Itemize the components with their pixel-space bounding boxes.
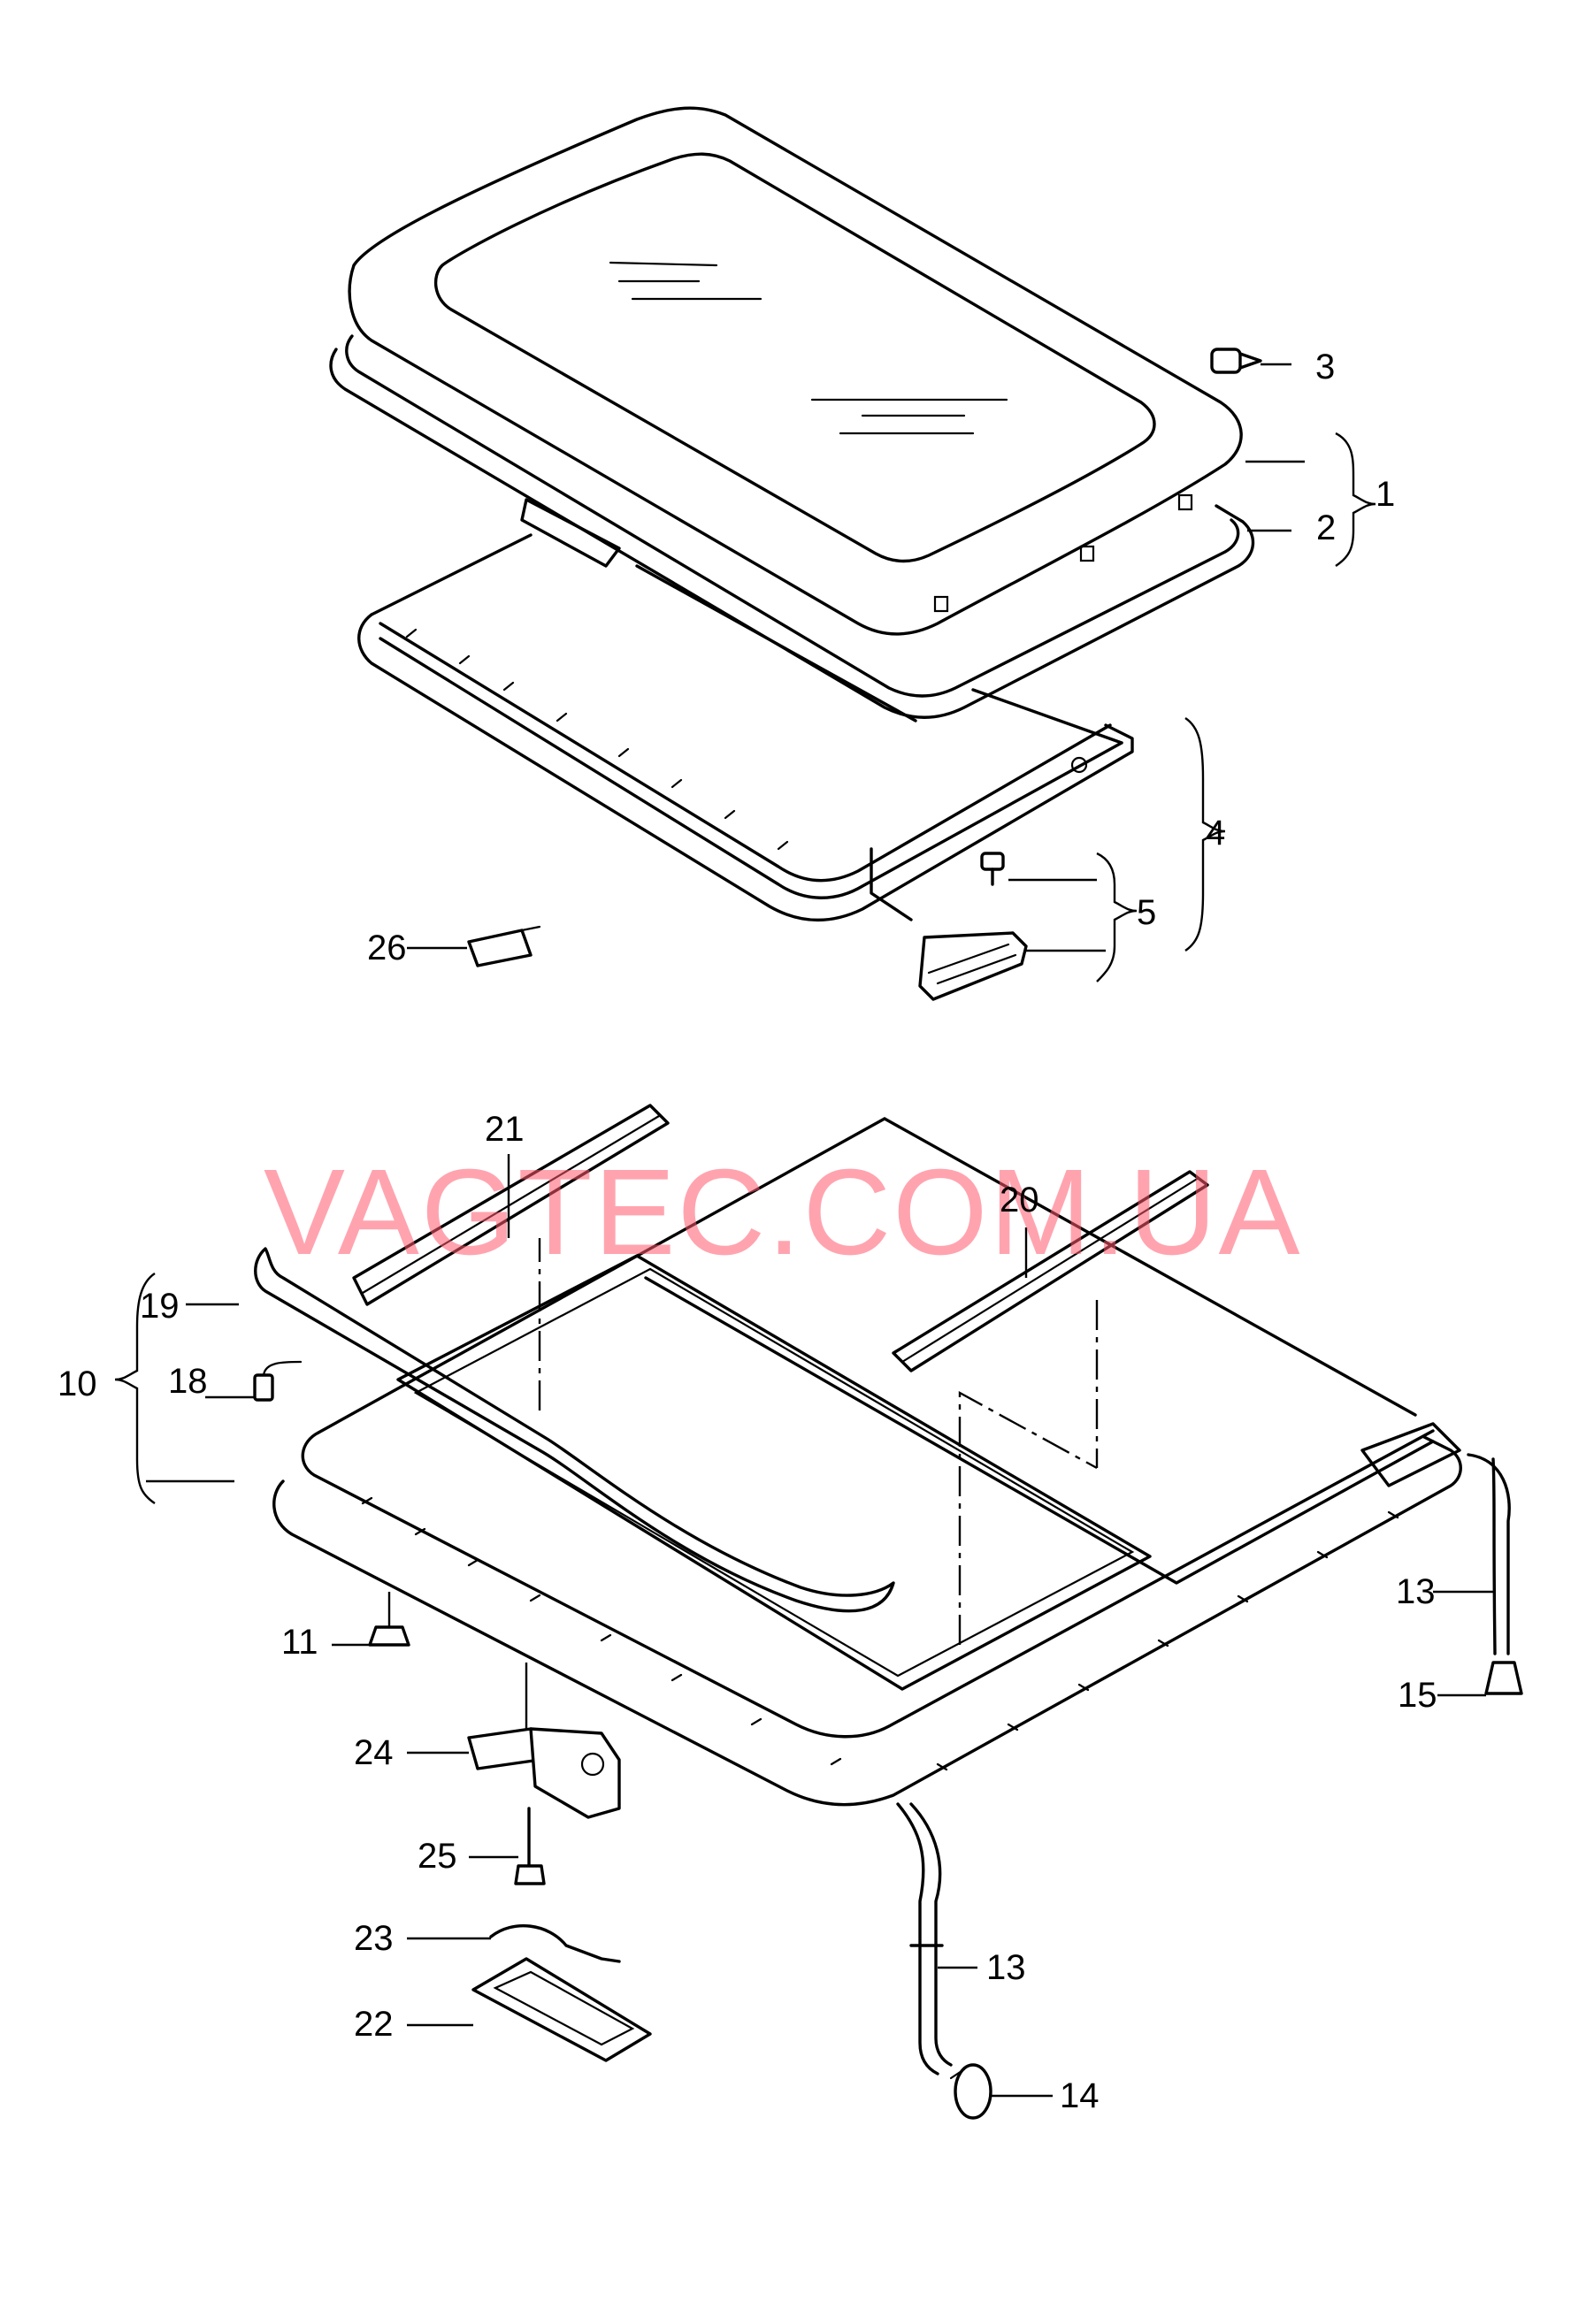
motor <box>467 1663 621 1819</box>
label-5: 5 <box>1137 893 1156 932</box>
label-14: 14 <box>1060 2076 1100 2115</box>
label-22: 22 <box>354 2005 394 2044</box>
drain-hose-right <box>1467 1453 1511 1655</box>
label-19: 19 <box>140 1287 180 1326</box>
seal <box>329 334 1255 722</box>
frame <box>357 533 1134 922</box>
nut <box>368 1592 410 1647</box>
label-13-right: 13 <box>1396 1572 1436 1611</box>
watermark: VAGTEC.COM.UA <box>264 1144 1302 1280</box>
drain-hose-front <box>896 1802 953 2076</box>
label-18: 18 <box>168 1362 208 1401</box>
leader-lines <box>114 363 1495 2098</box>
label-13-front: 13 <box>986 1948 1026 1987</box>
label-24: 24 <box>354 1733 394 1772</box>
screw-5 <box>980 852 1005 886</box>
main-frame <box>272 1117 1462 1807</box>
screw-3 <box>1210 348 1262 374</box>
label-15: 15 <box>1398 1676 1437 1715</box>
glass-panel <box>348 106 1243 636</box>
label-4: 4 <box>1206 814 1225 852</box>
cover <box>471 1957 652 2062</box>
valve-15 <box>1484 1661 1523 1695</box>
label-11: 11 <box>281 1623 318 1662</box>
clip <box>467 925 541 967</box>
label-25: 25 <box>418 1837 457 1876</box>
cable-guide <box>254 1247 895 1613</box>
label-10: 10 <box>57 1365 97 1403</box>
bracket <box>870 847 1028 1001</box>
label-1: 1 <box>1376 475 1395 514</box>
screw-25 <box>514 1807 546 1885</box>
label-20: 20 <box>1000 1181 1039 1219</box>
spring <box>489 1924 621 1963</box>
label-3: 3 <box>1315 348 1335 386</box>
guide-rail-left <box>352 1104 670 1306</box>
label-26: 26 <box>367 929 407 967</box>
valve-14 <box>949 2063 992 2120</box>
connector <box>253 1360 303 1402</box>
label-23: 23 <box>354 1919 394 1958</box>
label-21: 21 <box>485 1110 525 1149</box>
label-2: 2 <box>1316 508 1336 547</box>
